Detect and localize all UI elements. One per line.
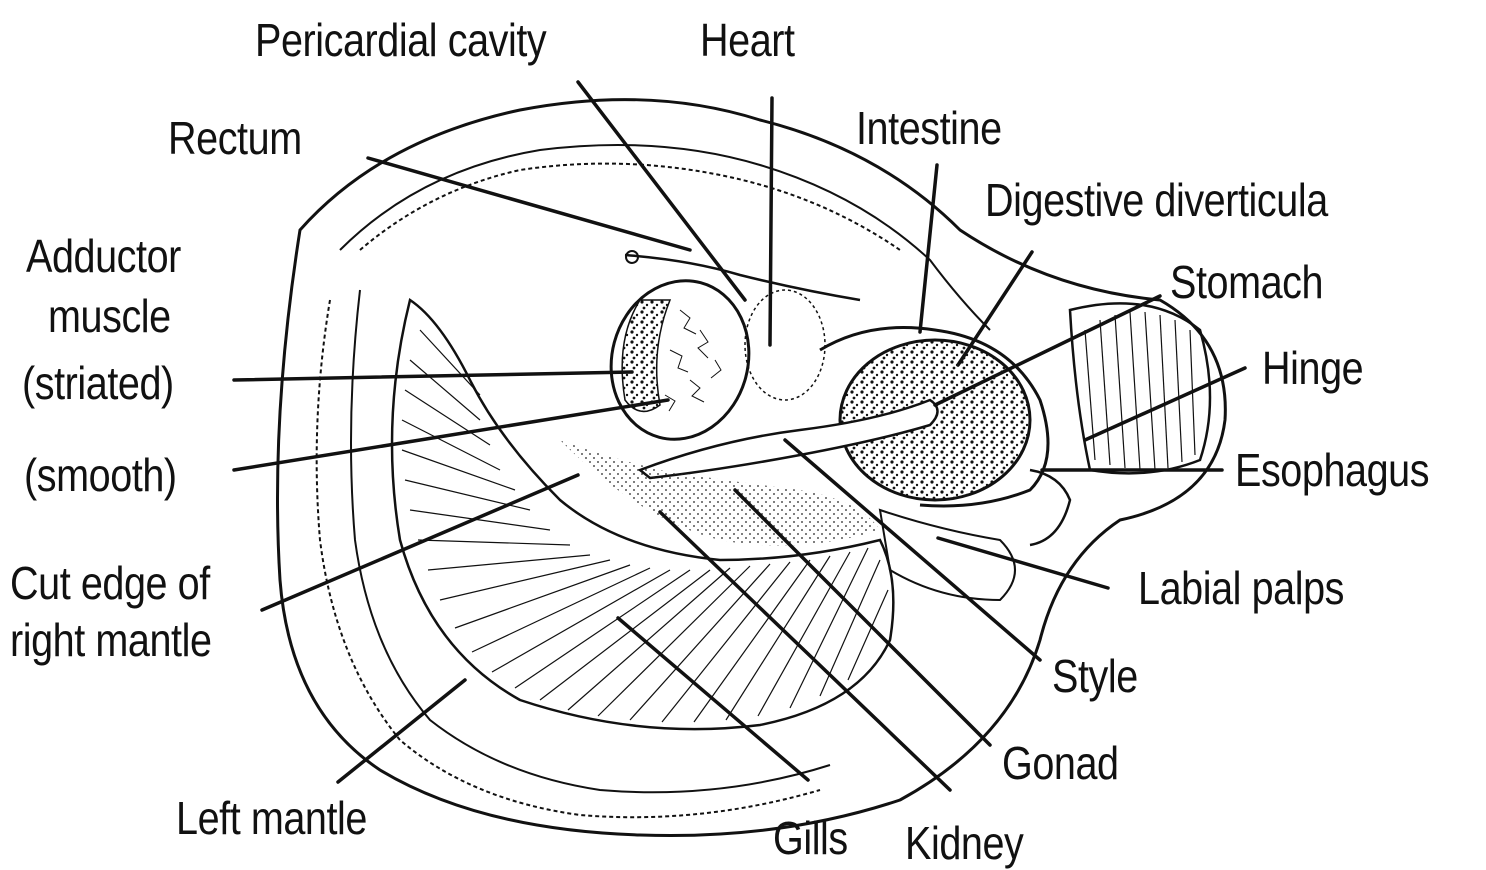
label-cut-edge-line2: right mantle xyxy=(10,612,212,668)
leader-cut-edge xyxy=(262,475,578,610)
leader-intestine xyxy=(920,165,937,332)
label-style: Style xyxy=(1052,648,1138,704)
leader-striated xyxy=(234,372,632,380)
leader-rectum xyxy=(368,158,690,250)
label-smooth: (smooth) xyxy=(24,447,177,503)
label-stomach: Stomach xyxy=(1170,254,1323,310)
mantle-fringe-top xyxy=(360,164,900,250)
label-digestive-diverticula: Digestive diverticula xyxy=(985,172,1328,228)
label-rectum: Rectum xyxy=(168,110,302,166)
label-pericardial-cavity: Pericardial cavity xyxy=(255,12,546,68)
label-adductor-muscle-line1: Adductor xyxy=(26,228,181,284)
leader-heart xyxy=(770,98,772,345)
label-kidney: Kidney xyxy=(905,815,1023,870)
label-cut-edge-line1: Cut edge of xyxy=(10,555,210,611)
label-striated: (striated) xyxy=(22,355,174,411)
label-esophagus: Esophagus xyxy=(1235,442,1429,498)
leader-gills xyxy=(618,618,808,780)
hinge-ridges xyxy=(1085,312,1195,470)
label-hinge: Hinge xyxy=(1262,340,1363,396)
label-gills: Gills xyxy=(773,810,848,866)
label-labial-palps: Labial palps xyxy=(1138,560,1344,616)
label-intestine: Intestine xyxy=(856,100,1002,156)
label-adductor-muscle-line2: muscle xyxy=(48,288,171,344)
leader-labial-palps xyxy=(938,538,1108,588)
label-left-mantle: Left mantle xyxy=(176,790,367,846)
heart-shape xyxy=(745,290,825,400)
label-heart: Heart xyxy=(700,12,795,68)
label-gonad: Gonad xyxy=(1002,735,1119,791)
leader-pericardial-cavity xyxy=(578,82,745,300)
leader-hinge xyxy=(1085,368,1245,440)
